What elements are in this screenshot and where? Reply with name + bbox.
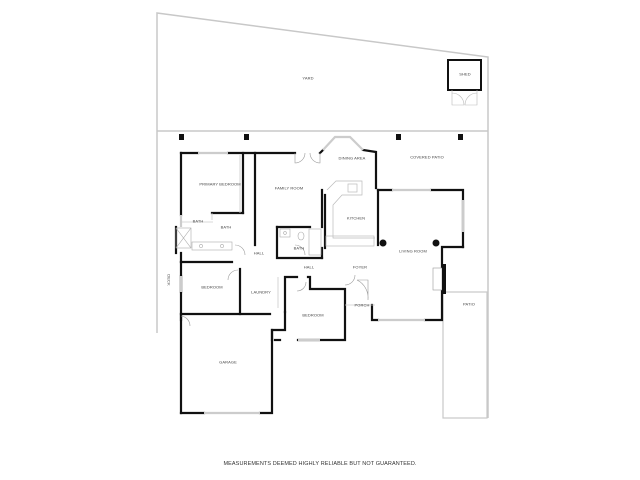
- interior-partitions: [181, 155, 375, 308]
- label-patio: PATIO: [463, 301, 475, 307]
- fireplace: [432, 264, 446, 294]
- shed: [447, 59, 482, 106]
- label-garage: GARAGE: [219, 359, 237, 365]
- label-deck: DECK: [166, 274, 172, 286]
- patio-outline: [442, 291, 488, 419]
- label-bedroom-center: BEDROOM: [302, 312, 324, 318]
- label-shed: SHED: [459, 71, 471, 77]
- label-laundry: LAUNDRY: [251, 289, 271, 295]
- label-hall-left: HALL: [253, 250, 265, 256]
- label-bath-wc: BATH: [192, 218, 204, 224]
- doors: [180, 152, 369, 327]
- windows: [179, 135, 465, 415]
- column-right: [432, 239, 440, 247]
- posts: [179, 134, 463, 140]
- disclaimer-text: MEASUREMENTS DEEMED HIGHLY RELIABLE BUT …: [223, 461, 417, 467]
- label-bedroom-left: BEDROOM: [201, 284, 223, 290]
- label-covered-patio: COVERED PATIO: [410, 154, 444, 160]
- yard-outline: [156, 12, 489, 418]
- label-porch: PORCH: [354, 302, 370, 308]
- bath-fixtures: [175, 227, 322, 256]
- label-hall-center: HALL: [303, 264, 315, 270]
- label-bath-primary: BATH: [220, 224, 232, 230]
- label-bath-hall: BATH: [293, 245, 305, 251]
- label-yard: YARD: [302, 75, 314, 81]
- label-family-room: FAMILY ROOM: [274, 185, 304, 191]
- label-dining-area: DINING AREA: [338, 155, 366, 161]
- column-left: [379, 239, 387, 247]
- label-kitchen: KITCHEN: [346, 215, 366, 221]
- kitchen-counter: [325, 180, 375, 247]
- label-living-room: LIVING ROOM: [399, 248, 427, 254]
- label-foyer: FOYER: [352, 264, 368, 270]
- walls: [174, 148, 465, 415]
- label-primary-bedroom: PRIMARY BEDROOM: [199, 181, 241, 187]
